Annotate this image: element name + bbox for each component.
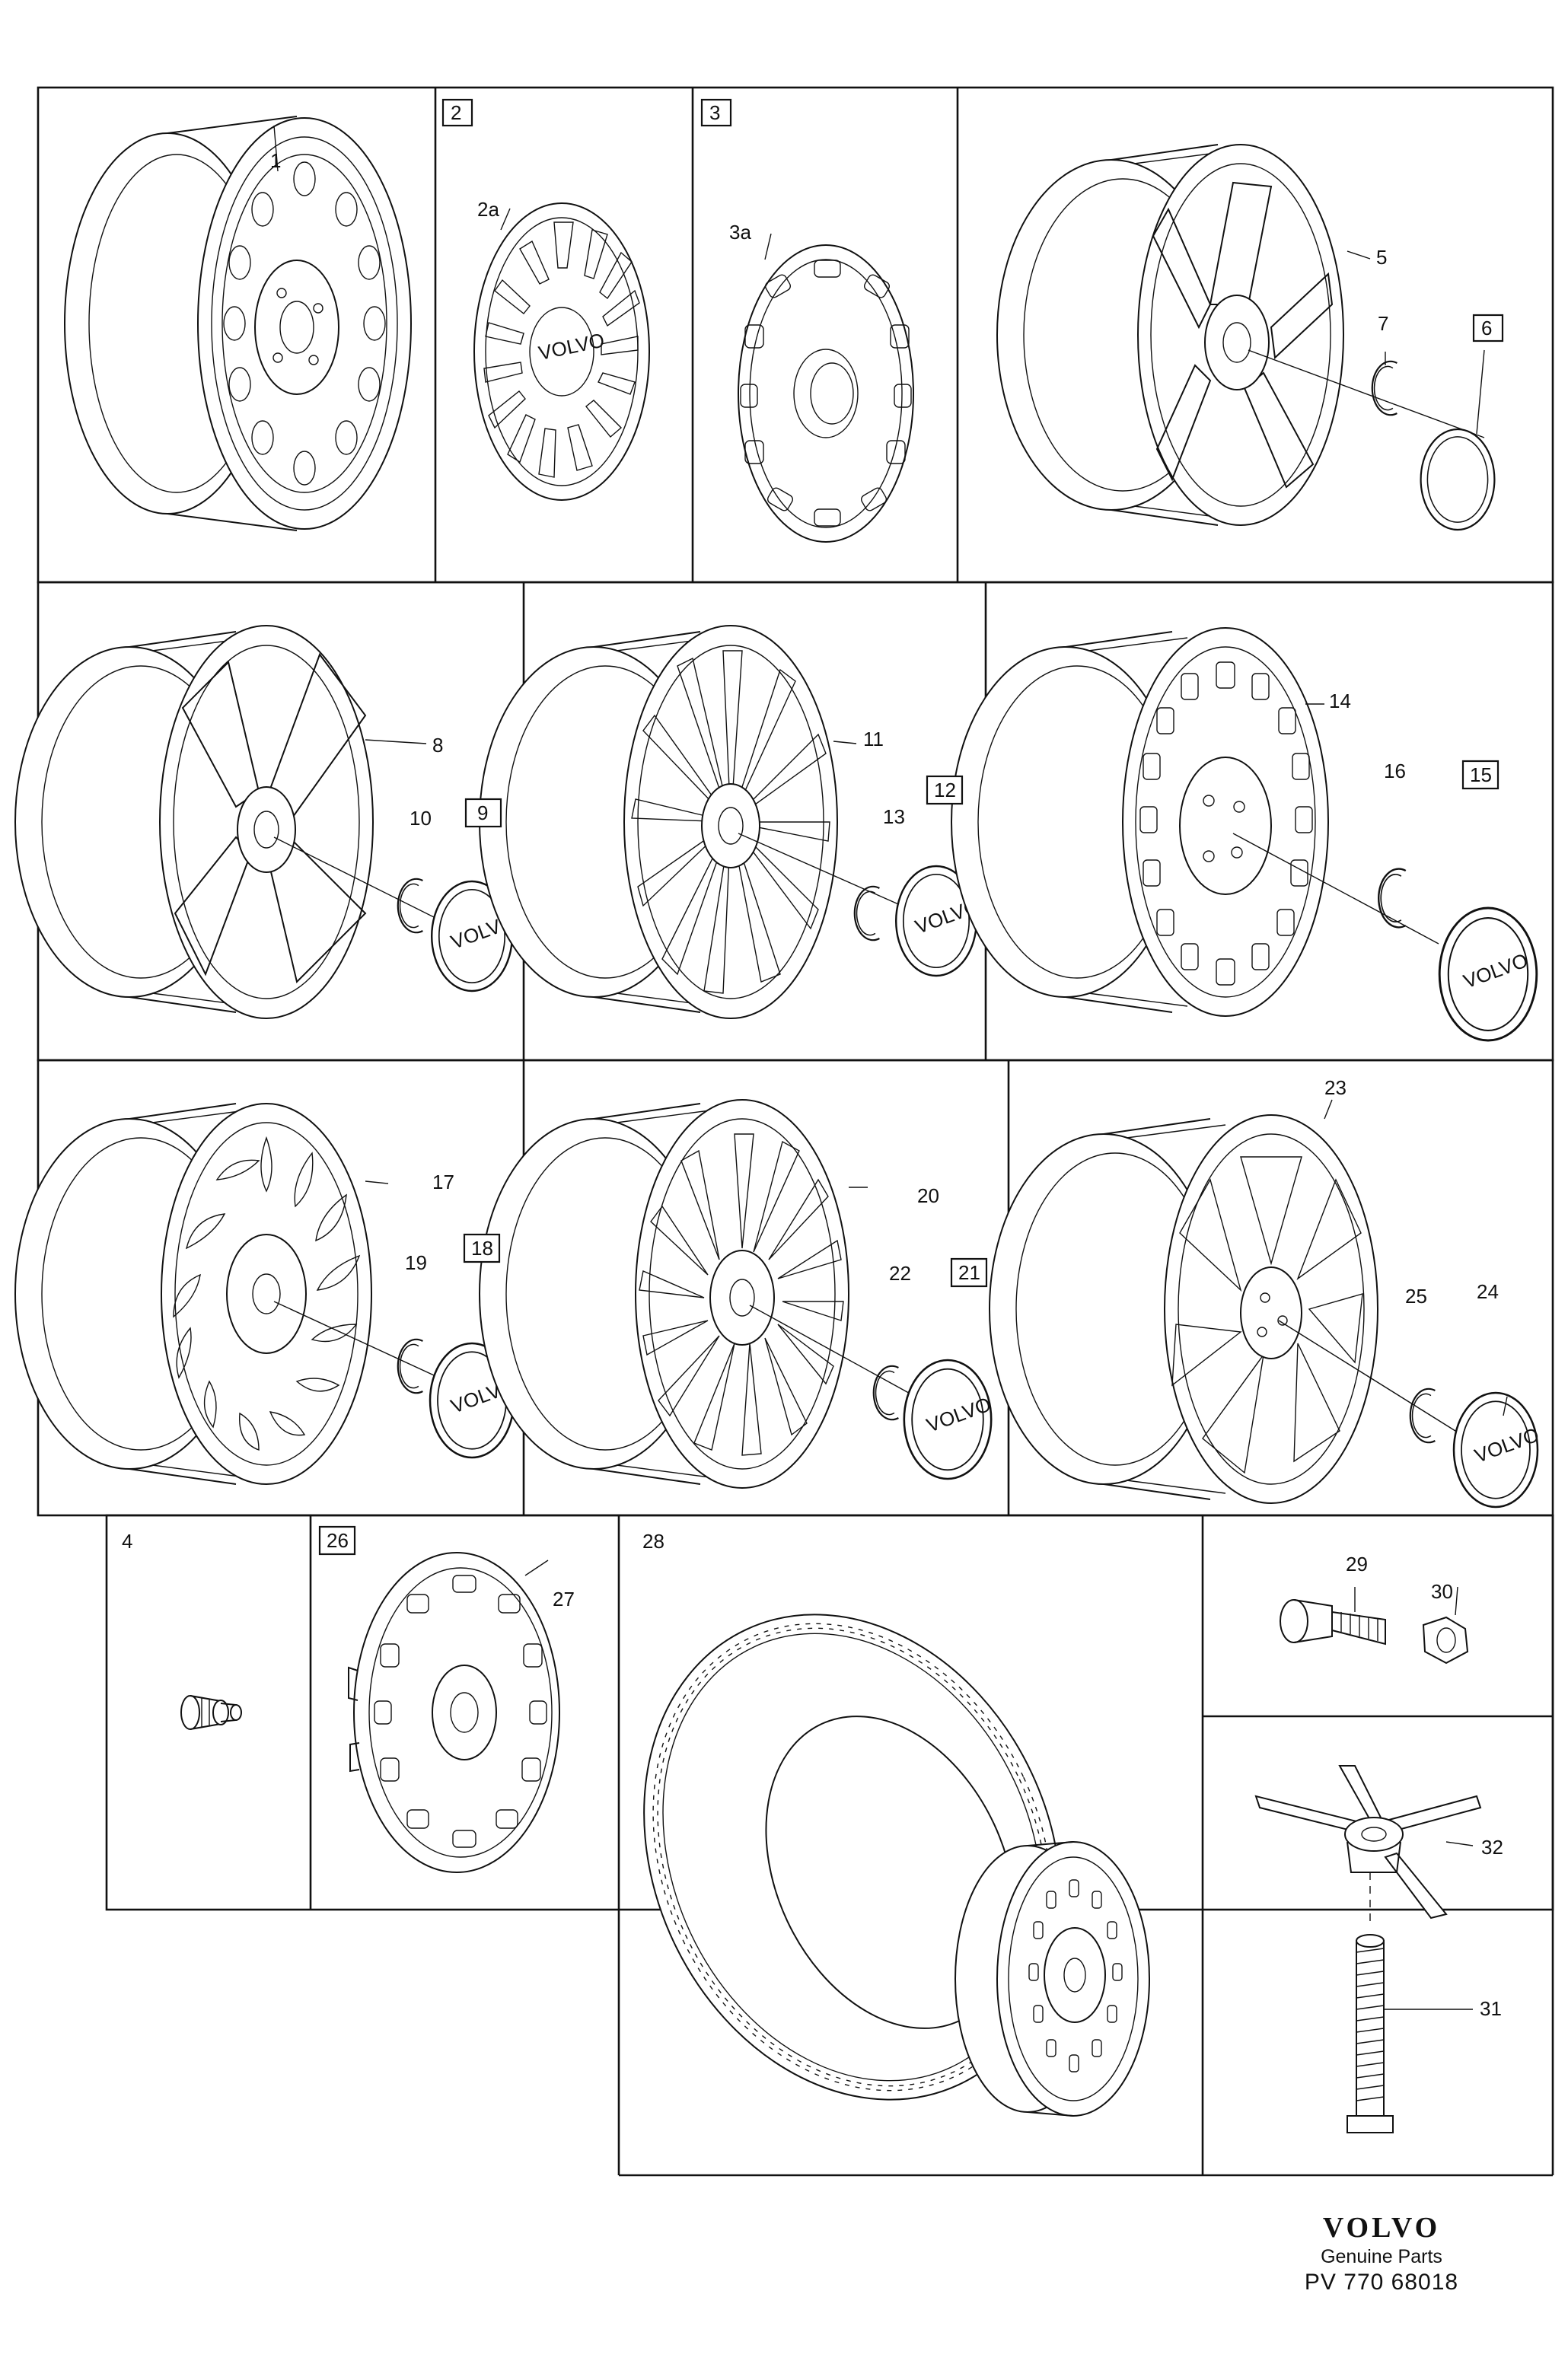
alloy-wheel-17-illustration: VOLVO <box>14 1103 518 1485</box>
publication-code: PV 770 68018 <box>1304 2270 1459 2295</box>
bolt-and-nut-illustration <box>1280 1586 1469 1665</box>
tyre-valve-illustration <box>180 1695 242 1730</box>
alloy-wheel-14-illustration: VOLVO <box>951 627 1538 1042</box>
callout-label: 14 <box>1329 690 1351 712</box>
callout-label: 19 <box>405 1251 427 1274</box>
callout-label: 15 <box>1470 763 1492 786</box>
callout-label: 23 <box>1324 1076 1347 1099</box>
callout-label: 7 <box>1378 312 1388 335</box>
callout-label: 5 <box>1376 246 1387 269</box>
hubcap-3a-illustration <box>738 233 914 543</box>
alloy-wheel-11-illustration: VOLVO <box>479 625 983 1019</box>
callout-label: 13 <box>883 805 905 828</box>
callout-label: 3a <box>729 221 751 244</box>
callout-label: 10 <box>410 807 432 830</box>
callout-label: 32 <box>1481 1836 1503 1859</box>
callout-label: 18 <box>471 1237 493 1260</box>
brand-subtitle: Genuine Parts <box>1321 2246 1442 2267</box>
callout-label: 4 <box>122 1530 132 1553</box>
callout-label: 11 <box>863 728 884 750</box>
spare-wheel-holder-illustration <box>1254 1765 1482 2133</box>
callout-labels: 1 2 2a 3 3a 5 7 6 8 10 9 11 13 12 14 16 … <box>122 98 1504 2020</box>
alloy-wheel-23-illustration: VOLVO <box>989 1099 1542 1509</box>
callout-label: 27 <box>553 1588 575 1611</box>
callout-label: 2 <box>451 101 461 124</box>
callout-label: 29 <box>1346 1553 1368 1575</box>
callout-label: 30 <box>1431 1580 1453 1603</box>
volvo-logo: VOLVO <box>1322 2212 1441 2244</box>
callout-label: 8 <box>432 734 443 757</box>
callout-label: 22 <box>889 1262 911 1285</box>
alloy-wheel-8-illustration: VOLVO <box>14 625 518 1019</box>
callout-label: 26 <box>327 1529 349 1552</box>
callout-label: 31 <box>1480 1997 1502 2020</box>
callout-label: 6 <box>1481 317 1492 339</box>
callout-label: 2a <box>477 198 499 221</box>
brand-block: VOLVO Genuine Parts PV 770 68018 <box>1294 2211 1469 2296</box>
callout-label: 28 <box>642 1530 664 1553</box>
callout-label: 24 <box>1477 1280 1499 1303</box>
callout-label: 25 <box>1405 1285 1427 1308</box>
alloy-wheel-5-illustration <box>996 144 1496 531</box>
callout-label: 17 <box>432 1171 454 1193</box>
tyre-and-wheel-illustration <box>643 1614 1150 2117</box>
alloy-wheel-20-illustration: VOLVO <box>479 1099 994 1489</box>
steel-wheel-illustration <box>64 116 412 531</box>
callout-label: 12 <box>934 779 956 801</box>
callout-label: 1 <box>270 149 281 172</box>
callout-label: 20 <box>917 1184 939 1207</box>
callout-label: 21 <box>958 1261 980 1284</box>
callout-label: 16 <box>1384 760 1406 782</box>
wheel-cover-illustration <box>348 1552 560 1873</box>
callout-label: 9 <box>477 801 488 824</box>
hubcap-2a-illustration: VOLVO <box>473 202 650 501</box>
callout-label: 3 <box>709 101 720 124</box>
